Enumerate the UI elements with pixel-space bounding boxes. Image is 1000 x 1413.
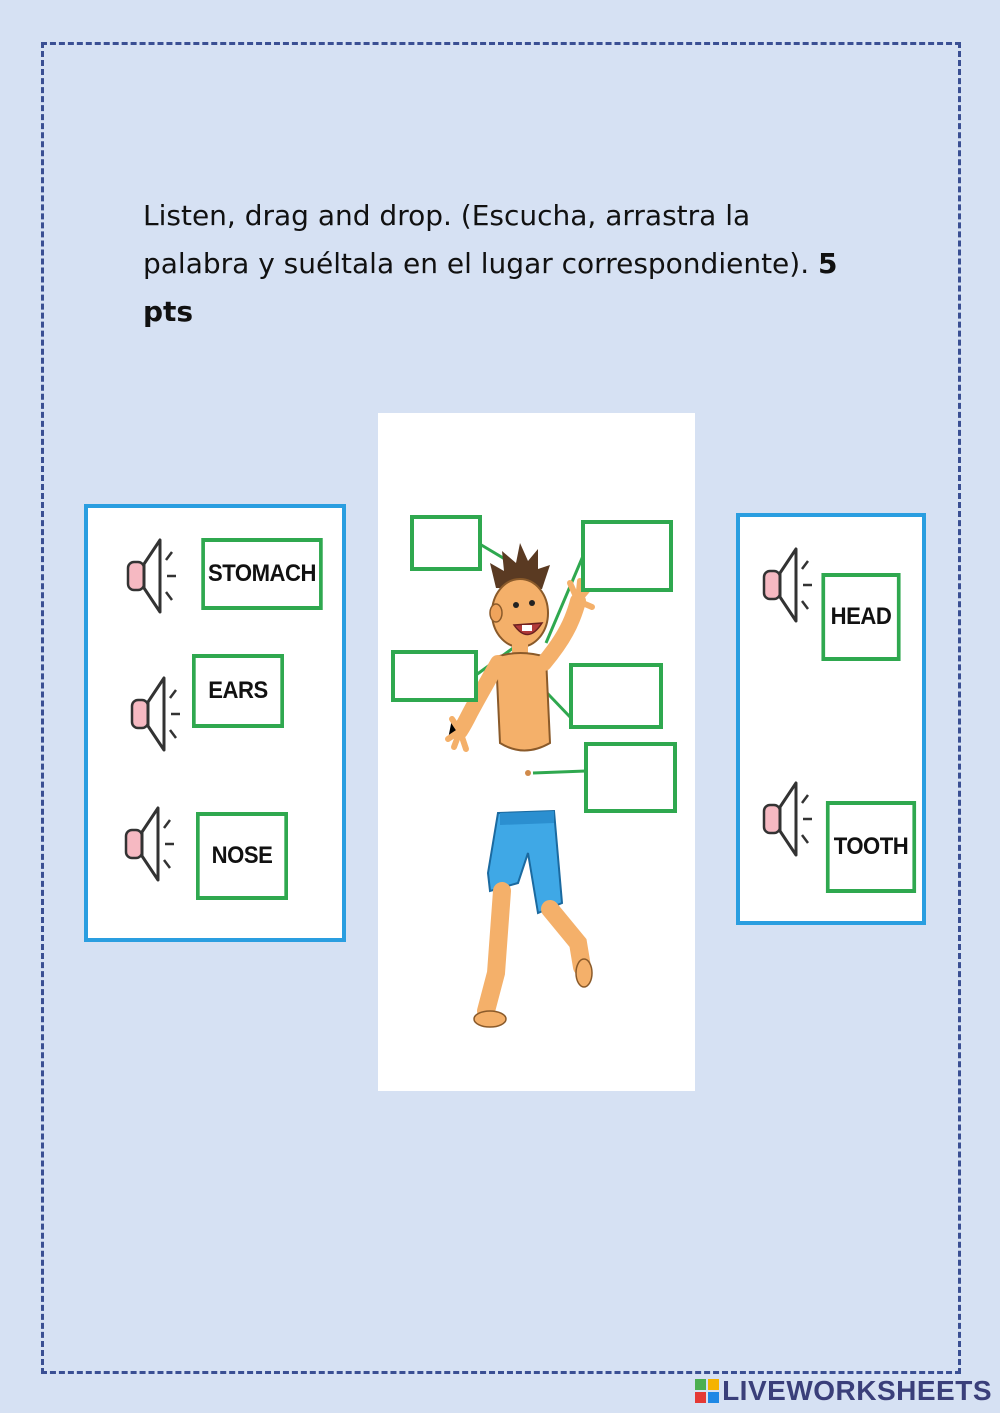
- word-card-head[interactable]: HEAD: [821, 573, 901, 661]
- word-card-stomach[interactable]: STOMACH: [201, 538, 323, 610]
- speaker-icon[interactable]: [760, 775, 814, 865]
- boy-illustration: [391, 515, 677, 1028]
- drop-target-2: [581, 520, 673, 592]
- body-parts-picture: [378, 413, 695, 1091]
- speaker-icon[interactable]: [124, 532, 178, 622]
- speaker-icon[interactable]: [122, 800, 176, 890]
- drop-target-1: [410, 515, 482, 571]
- instructions-text: Listen, drag and drop. (Escucha, arrastr…: [143, 199, 810, 280]
- brand-logo: LIVEWORKSHEETS: [695, 1375, 992, 1407]
- drop-target-3: [391, 650, 478, 702]
- connector-line: [532, 769, 587, 775]
- word-bank-right: HEAD TOOTH: [736, 513, 926, 925]
- points-label: 5 pts: [143, 247, 838, 328]
- page-frame: [41, 42, 961, 1374]
- brand-name: LIVEWORKSHEETS: [722, 1375, 992, 1406]
- connector-line: [544, 555, 585, 644]
- speaker-icon[interactable]: [760, 541, 814, 631]
- speaker-icon[interactable]: [128, 670, 182, 760]
- drop-target-4: [569, 663, 663, 729]
- word-card-ears[interactable]: EARS: [192, 654, 284, 728]
- drop-target-5: [584, 742, 677, 813]
- word-card-tooth[interactable]: TOOTH: [825, 801, 917, 893]
- word-card-nose[interactable]: NOSE: [196, 812, 288, 900]
- word-bank-left: STOMACH EARS NOSE: [84, 504, 346, 942]
- instructions: Listen, drag and drop. (Escucha, arrastr…: [143, 192, 863, 336]
- liveworksheets-logo-icon: [695, 1379, 720, 1403]
